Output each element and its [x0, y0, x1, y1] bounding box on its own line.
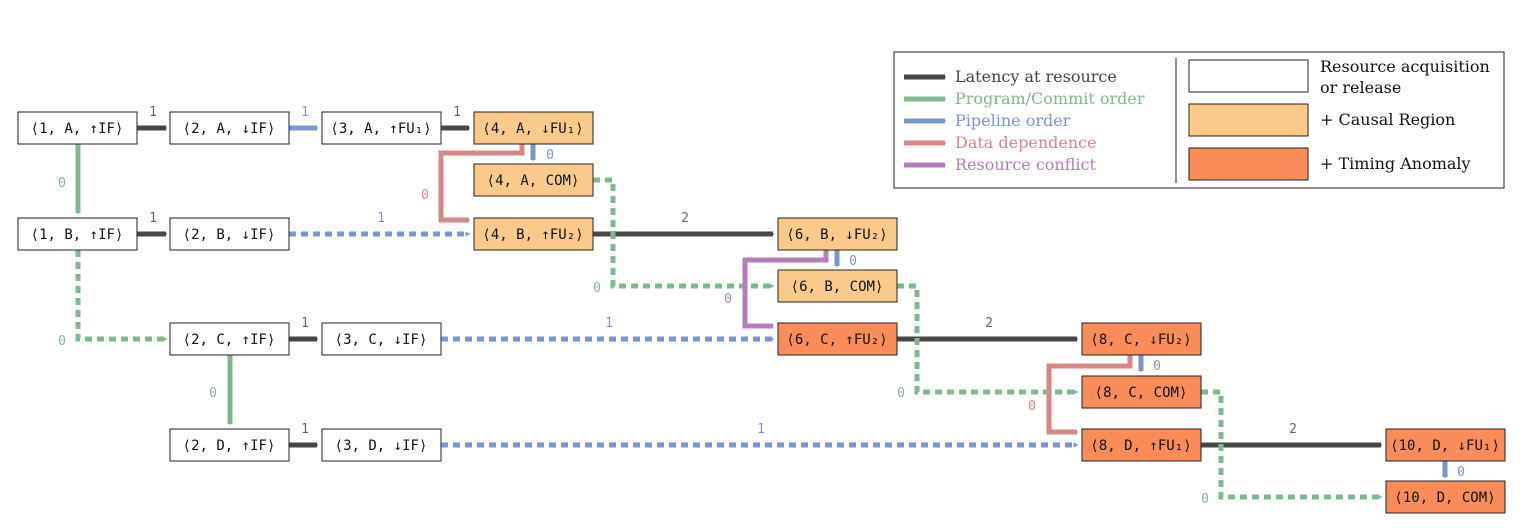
edge-label: 0	[897, 386, 905, 401]
node-8C: ⟨8, C, ↓FU₂⟩	[1090, 332, 1191, 348]
edge-label: 0	[1201, 492, 1209, 507]
legend-anomaly-swatch	[1188, 147, 1309, 181]
edge-6Bcom-8Ccom	[897, 283, 1079, 395]
legend-pipeline-label: Pipeline order	[955, 111, 1071, 130]
node-2B: ⟨2, B, ↓IF⟩	[183, 227, 276, 243]
node-8D: ⟨8, D, ↑FU₁⟩	[1090, 438, 1191, 454]
node-box	[473, 163, 594, 197]
legend-program-label: Program/Commit order	[955, 89, 1145, 108]
edge-labels: 1 1 1 0 0 0 1 1 2 0 0 0 0 1 1 2 0 0 0 0 …	[58, 105, 1465, 507]
node-box	[17, 111, 138, 145]
node-10D: ⟨10, D, ↓FU₁⟩	[1390, 438, 1500, 454]
edge-label: 0	[58, 176, 66, 191]
node-box	[777, 269, 898, 303]
node-4A: ⟨4, A, ↓FU₁⟩	[482, 121, 583, 137]
node-3C: ⟨3, C, ↓IF⟩	[335, 332, 428, 348]
edge-label: 0	[1153, 359, 1161, 374]
legend-data-label: Data dependence	[955, 133, 1097, 152]
node-4A-com: ⟨4, A, COM⟩	[487, 173, 580, 189]
node-box	[169, 217, 290, 251]
edge-6B-6C	[742, 250, 829, 329]
edge-label: 1	[605, 316, 613, 331]
node-6B: ⟨6, B, ↓FU₂⟩	[786, 227, 887, 243]
node-3D: ⟨3, D, ↓IF⟩	[335, 438, 428, 454]
node-box	[169, 428, 290, 462]
edge-label: 0	[724, 292, 732, 307]
node-4B: ⟨4, B, ↑FU₂⟩	[482, 227, 583, 243]
node-8C-com: ⟨8, C, COM⟩	[1095, 385, 1188, 401]
edge-label: 1	[757, 422, 765, 437]
node-1A: ⟨1, A, ↑IF⟩	[31, 121, 124, 137]
node-10D-com: ⟨10, D, COM⟩	[1394, 490, 1495, 506]
legend-causal-label: + Causal Region	[1320, 110, 1455, 129]
edge-label: 0	[209, 386, 217, 401]
legend: Latency at resource Program/Commit order…	[893, 51, 1505, 189]
legend-anomaly-label: + Timing Anomaly	[1320, 154, 1471, 173]
node-2A: ⟨2, A, ↓IF⟩	[183, 121, 276, 137]
node-box	[1385, 428, 1506, 462]
edge-4Acom-6Bcom	[593, 177, 775, 289]
edge-label: 1	[301, 316, 309, 331]
legend-edge-swatches	[904, 74, 947, 168]
node-box	[321, 428, 442, 462]
nodes	[17, 111, 1506, 514]
node-box	[169, 111, 290, 145]
node-box	[777, 217, 898, 251]
edge-label: 0	[593, 281, 601, 296]
edge-label: 0	[421, 188, 429, 203]
node-box	[17, 217, 138, 251]
node-box	[169, 322, 290, 356]
node-box	[321, 322, 442, 356]
node-box	[777, 322, 898, 356]
node-box	[1081, 428, 1202, 462]
node-3A: ⟨3, A, ↑FU₁⟩	[330, 121, 431, 137]
edge-label: 1	[149, 211, 157, 226]
node-box	[473, 217, 594, 251]
edge-label: 2	[1289, 422, 1297, 437]
edge-4A-4B	[438, 144, 525, 223]
edge-label: 1	[377, 211, 385, 226]
edge-label: 1	[453, 105, 461, 120]
legend-resource-label: Resource conflict	[955, 155, 1096, 174]
node-6C: ⟨6, C, ↑FU₂⟩	[786, 332, 887, 348]
edge-label: 1	[301, 105, 309, 120]
legend-plain-swatch	[1188, 59, 1309, 93]
edge-label: 2	[681, 211, 689, 226]
node-box	[473, 111, 594, 145]
edge-label: 0	[58, 334, 66, 349]
edges	[75, 125, 1448, 500]
legend-causal-swatch	[1188, 103, 1309, 137]
legend-plain-label-line1: Resource acquisition	[1320, 57, 1490, 76]
edge-label: 1	[149, 105, 157, 120]
node-box	[1081, 375, 1202, 409]
edge-label: 0	[546, 148, 554, 163]
legend-latency-label: Latency at resource	[955, 67, 1117, 86]
edge-label: 0	[849, 254, 857, 269]
edge-8C-8D	[1046, 355, 1133, 435]
node-box	[321, 111, 442, 145]
node-2C: ⟨2, C, ↑IF⟩	[183, 332, 276, 348]
edge-label: 2	[985, 316, 993, 331]
edge-1B-2C	[75, 250, 168, 342]
node-box	[1385, 480, 1506, 514]
node-labels: ⟨1, A, ↑IF⟩ ⟨2, A, ↓IF⟩ ⟨3, A, ↑FU₁⟩ ⟨4,…	[31, 121, 1500, 506]
node-box	[1081, 322, 1202, 356]
node-1B: ⟨1, B, ↑IF⟩	[31, 227, 124, 243]
legend-plain-label-line2: or release	[1320, 78, 1401, 97]
edge-label: 0	[1457, 465, 1465, 480]
edge-label: 0	[1028, 399, 1036, 414]
node-6B-com: ⟨6, B, COM⟩	[791, 279, 884, 295]
edge-label: 1	[301, 422, 309, 437]
edge-8Ccom-10Dcom	[1201, 389, 1383, 500]
node-2D: ⟨2, D, ↑IF⟩	[183, 438, 276, 454]
